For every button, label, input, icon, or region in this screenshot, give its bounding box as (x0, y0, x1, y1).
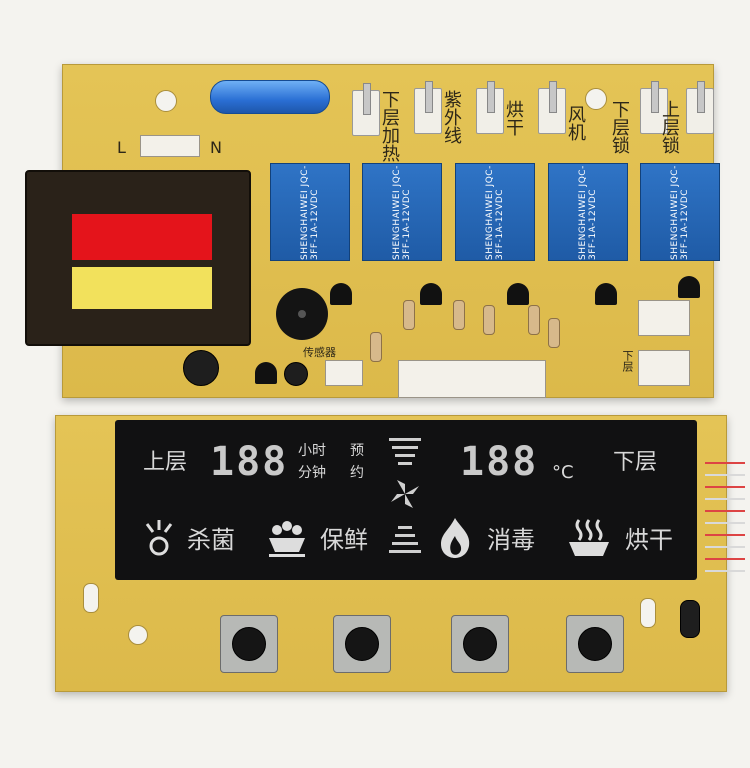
resistor (370, 332, 382, 362)
ribbon-connector (398, 360, 546, 398)
relay-icon: SHENGHAIWEI JQC-3FF-1A-12VDC (270, 163, 350, 261)
terminal-dry (476, 81, 504, 134)
key-button-1[interactable] (220, 615, 278, 673)
function-sterilize: 杀菌 (187, 526, 235, 554)
mounting-hole (155, 90, 177, 112)
resistor (528, 305, 540, 335)
terminal-fan (538, 81, 566, 134)
side-connector (638, 300, 690, 336)
mounting-slot (640, 598, 656, 628)
output-label-upper-lock: 上层锁 (659, 100, 680, 154)
key-button-2[interactable] (333, 615, 391, 673)
resistor (548, 318, 560, 348)
function-dry: 烘干 (625, 526, 673, 554)
output-label-uv: 紫外线 (441, 90, 462, 144)
capacitor (183, 350, 219, 386)
relay-icon: SHENGHAIWEI JQC-3FF-1A-12VDC (362, 163, 442, 261)
transistor (330, 283, 352, 305)
neutral-label: N (210, 138, 222, 157)
terminal-upper-lock (686, 81, 714, 134)
transformer-icon (25, 170, 251, 346)
resistor (483, 305, 495, 335)
transistor (678, 276, 700, 298)
sterilize-icon (143, 516, 175, 560)
capacitor (680, 600, 700, 638)
key-button-4[interactable] (566, 615, 624, 673)
celsius-label: °C (552, 462, 574, 483)
preset-label-top: 预 (350, 443, 364, 459)
relay-icon: SHENGHAIWEI JQC-3FF-1A-12VDC (640, 163, 720, 261)
resistor (403, 300, 415, 330)
fan-icon (385, 434, 425, 574)
upper-layer-label: 上层 (143, 450, 188, 475)
cup-icon (265, 520, 309, 558)
flame-icon (437, 516, 473, 560)
transistor (507, 283, 529, 305)
output-label-dry: 烘干 (503, 100, 524, 136)
sensor-label: 传感器 (303, 346, 336, 359)
bottom-connector-label: 下层 (621, 350, 634, 372)
mounting-hole (128, 625, 148, 645)
resistor (453, 300, 465, 330)
output-label-lower-lock: 下层锁 (609, 100, 630, 154)
power-input-terminal (140, 135, 200, 157)
capacitor (284, 362, 308, 386)
hour-label: 小时 (298, 443, 326, 459)
minute-label: 分钟 (298, 465, 326, 481)
relay-icon: SHENGHAIWEI JQC-3FF-1A-12VDC (455, 163, 535, 261)
ribbon-cable (705, 462, 745, 587)
transformer-coil-red (72, 214, 212, 260)
terminal-uv (414, 81, 442, 134)
transistor (420, 283, 442, 305)
transistor (595, 283, 617, 305)
transistor (255, 362, 277, 384)
vfd-display: 上层 188 小时 分钟 预 约 188 °C 下层 杀菌 保鲜 消毒 烘干 (115, 420, 697, 580)
function-disinfect: 消毒 (487, 526, 535, 554)
terminal-lower-lock (640, 81, 668, 134)
function-keep-fresh: 保鲜 (320, 526, 368, 554)
buzzer (276, 288, 328, 340)
terminal-lower-heat (352, 83, 380, 136)
fuse (210, 80, 330, 114)
mounting-slot (83, 583, 99, 613)
relay-icon: SHENGHAIWEI JQC-3FF-1A-12VDC (548, 163, 628, 261)
right-digits: 188 (460, 439, 539, 485)
transformer-coil-yellow (72, 267, 212, 309)
output-label-lower-heat: 下层加热 (379, 90, 400, 162)
key-button-3[interactable] (451, 615, 509, 673)
left-digits: 188 (210, 439, 289, 485)
lower-layer-label: 下层 (613, 450, 658, 475)
output-label-fan: 风机 (565, 105, 586, 141)
side-connector (638, 350, 690, 386)
preset-label-bottom: 约 (350, 465, 364, 481)
dry-cup-icon (565, 516, 613, 560)
mounting-hole (585, 88, 607, 110)
live-label: L (117, 138, 126, 157)
sensor-connector (325, 360, 363, 386)
